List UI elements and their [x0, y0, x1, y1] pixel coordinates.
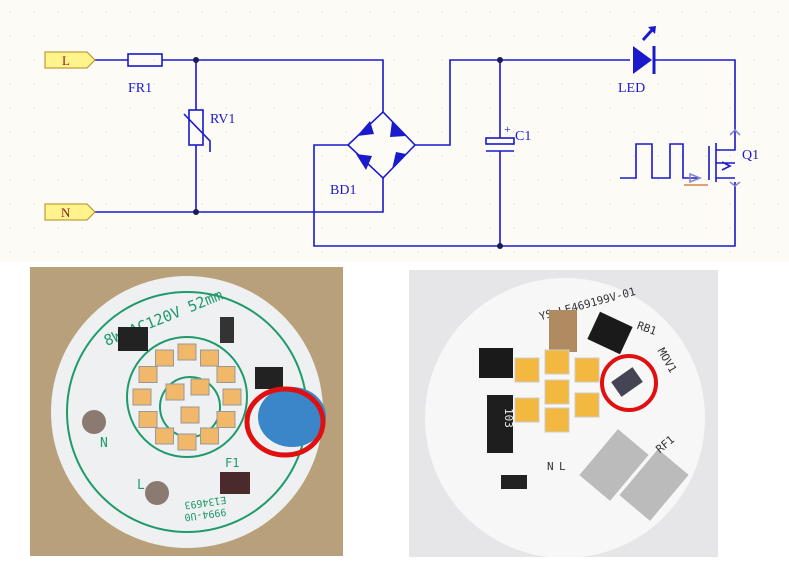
resistor-r1: [487, 395, 513, 453]
led-chip: [200, 349, 219, 367]
silk-l: L: [559, 460, 566, 473]
schematic-grid: [9, 11, 779, 253]
led-chip: [155, 427, 174, 445]
diode-dr: [501, 475, 527, 489]
wire-return: [313, 144, 736, 247]
wire-neutral: [95, 178, 384, 213]
silk-n: N: [100, 436, 108, 451]
wire-positive: [415, 59, 736, 146]
led-label: LED: [618, 81, 645, 96]
led-chip: [514, 397, 540, 423]
silk-f1: F1: [225, 456, 239, 470]
led-chip: [544, 407, 570, 433]
led-chip: [222, 388, 242, 406]
mosfet-symbol: [620, 128, 741, 188]
c1-polarity: +: [504, 122, 511, 136]
rv1-label: RV1: [210, 112, 235, 127]
capacitor-symbol: [485, 137, 515, 152]
wire-line-top: [95, 59, 384, 112]
silk-rb1: RB1: [635, 319, 658, 338]
led-chip: [132, 388, 152, 406]
led-chip: [216, 411, 236, 428]
varistor-rv1: [258, 387, 326, 447]
rf1b: [619, 449, 689, 521]
bridge-rb1: [587, 311, 633, 355]
port-l-label: L: [62, 53, 70, 68]
led-array: [132, 343, 242, 451]
mov1: [611, 367, 643, 397]
led-chip: [155, 349, 174, 367]
led-chip: [138, 366, 158, 383]
wires: [95, 59, 736, 247]
junctions: [193, 57, 503, 249]
port-l: L: [44, 51, 96, 69]
photo-pcb-120v: 8W AC120V 52mm N L F1 E134693 9994-U0: [30, 267, 343, 556]
ic-u1: [118, 327, 148, 351]
rf1: [579, 429, 649, 501]
led-chip: [216, 366, 236, 383]
led-chip: [190, 378, 210, 396]
fuse-resistor-symbol: [127, 53, 163, 67]
capacitor: [549, 310, 577, 352]
led-chip: [544, 379, 570, 405]
led-chip: [544, 349, 570, 375]
led-chip: [574, 357, 600, 383]
led-chip: [177, 433, 197, 451]
ic-u1: [479, 348, 513, 378]
photo-pcb-compact: YS-LE469199V-01 RB1 103 MOV1 RF1 N L: [409, 270, 718, 557]
q1-label: Q1: [742, 148, 759, 163]
varistor-symbol: [183, 109, 211, 152]
silk-n: N: [547, 460, 554, 473]
fuse-f1: [220, 472, 250, 494]
led-symbol: [633, 26, 656, 74]
resistor-r3: [220, 317, 234, 343]
led-chip: [180, 406, 200, 424]
resistor-code: 103: [502, 408, 515, 428]
led-chip: [165, 383, 185, 401]
led-chip: [138, 411, 158, 428]
circuit-schematic: L N FR1 RV1 BD1 + C1 LED Q1: [0, 0, 789, 262]
bridge-diodes: [356, 121, 406, 170]
diode-d1: [255, 367, 283, 389]
led-chip: [200, 427, 219, 445]
bd1-label: BD1: [330, 183, 356, 198]
led-chip: [514, 357, 540, 383]
port-n-label: N: [61, 205, 71, 220]
c1-label: C1: [515, 129, 531, 144]
led-chip: [177, 343, 197, 361]
solder-pad-l: [145, 481, 169, 505]
led-array: [514, 349, 600, 433]
led-chip: [574, 392, 600, 418]
fr1-label: FR1: [128, 81, 152, 96]
highlight-circle: [600, 354, 658, 412]
port-n: N: [44, 203, 96, 221]
highlight-circle: [244, 386, 326, 458]
solder-pad-n: [82, 410, 106, 434]
silk-l: L: [137, 478, 145, 493]
